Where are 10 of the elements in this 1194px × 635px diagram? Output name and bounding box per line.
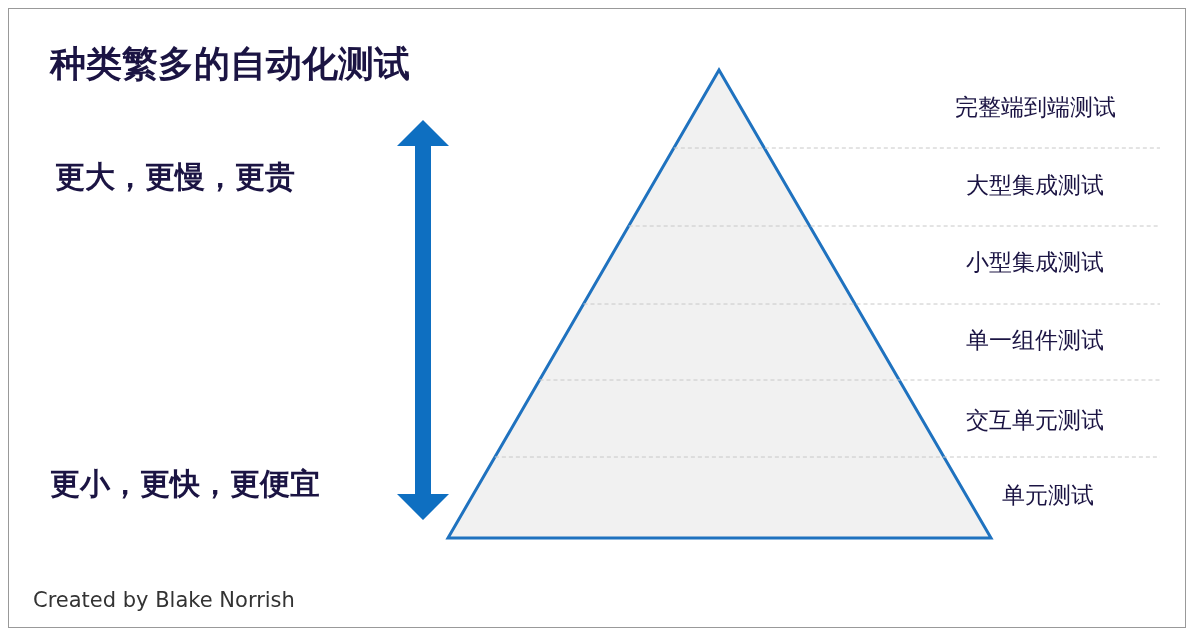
tier-label: 单元测试 [1002,480,1094,510]
tier-label: 小型集成测试 [966,247,1104,277]
cost-label: 更大，更慢，更贵 [55,157,295,196]
tier-label: 交互单元测试 [966,405,1104,435]
tier-label: 完整端到端测试 [954,92,1116,122]
tier-label: 单一组件测试 [966,325,1104,355]
title: 种类繁多的自动化测试 [50,42,410,86]
caption: Created by Blake Norrish [33,588,295,612]
tier-label: 大型集成测试 [966,170,1104,200]
cost-label: 更小，更快，更便宜 [50,464,320,503]
